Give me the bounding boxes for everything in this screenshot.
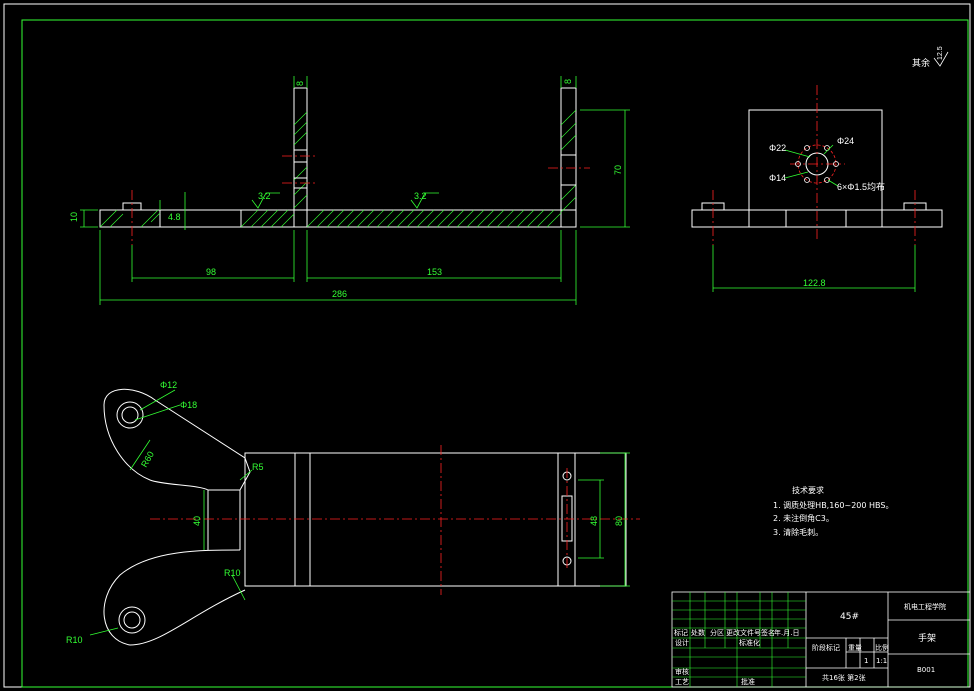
roughness-left: 3.2 bbox=[258, 191, 271, 201]
side-view: 122.8 Φ22 Φ24 Φ14 6×Φ1.5均布 bbox=[691, 85, 943, 292]
tb-col-date: 年.月.日 bbox=[774, 628, 799, 637]
dim-d12: Φ12 bbox=[160, 380, 177, 390]
tb-approve: 批准 bbox=[741, 677, 755, 686]
dim-w40: 40 bbox=[192, 516, 202, 526]
technical-requirements: 技术要求 1. 调质处理HB,160~200 HBS。 2. 未注倒角C3。 3… bbox=[773, 485, 893, 537]
dim-r10-lower: R10 bbox=[224, 568, 241, 578]
dim-w80: 80 bbox=[614, 516, 624, 526]
tb-stage-mark: 阶段标记 bbox=[812, 643, 840, 652]
tb-col-sign: 签名 bbox=[761, 628, 775, 637]
dim-d22: Φ22 bbox=[769, 143, 786, 153]
tb-mass: 1 bbox=[864, 657, 868, 665]
dim-r10-eye: R10 bbox=[66, 635, 83, 645]
surface-roughness-note: 其余 12.5 bbox=[912, 46, 949, 68]
dim-wall-left: 8 bbox=[295, 81, 305, 86]
tb-scale: 1:1 bbox=[876, 657, 887, 665]
dim-right-span: 153 bbox=[427, 267, 442, 277]
tb-standardize: 标准化 bbox=[739, 638, 760, 647]
tb-col-doc: 更改文件号 bbox=[726, 628, 761, 637]
dim-holes: 6×Φ1.5均布 bbox=[837, 181, 885, 192]
dim-side-width: 122.8 bbox=[803, 278, 826, 288]
dim-left-span: 98 bbox=[206, 267, 216, 277]
surface-value: 12.5 bbox=[937, 46, 944, 60]
tb-school: 机电工程学院 bbox=[904, 602, 946, 611]
plan-view: Φ12 Φ18 R60 R5 R10 R10 40 48 80 bbox=[66, 380, 640, 646]
dim-d14: Φ14 bbox=[769, 173, 786, 183]
tech-item-3: 3. 清除毛刺。 bbox=[773, 527, 823, 537]
tech-title: 技术要求 bbox=[792, 485, 824, 495]
tb-col-zone: 分区 bbox=[710, 628, 724, 637]
dim-thickness: 10 bbox=[69, 212, 79, 222]
dim-small-step: 4.8 bbox=[168, 212, 181, 222]
tb-review: 审核 bbox=[675, 667, 689, 676]
tech-item-2: 2. 未注倒角C3。 bbox=[773, 513, 834, 523]
tb-material: 45# bbox=[840, 612, 859, 622]
tb-ratio: 比例 bbox=[875, 643, 889, 652]
dim-height: 70 bbox=[613, 165, 623, 175]
tb-part-name: 手架 bbox=[918, 632, 936, 644]
tb-col-mark: 标记 bbox=[674, 628, 688, 637]
dim-wall-right: 8 bbox=[563, 79, 573, 84]
dim-w48: 48 bbox=[589, 516, 599, 526]
dim-overall: 286 bbox=[332, 289, 347, 299]
tb-sheets: 共16张 第2张 bbox=[822, 673, 866, 682]
dim-d18: Φ18 bbox=[180, 400, 197, 410]
inner-frame bbox=[21, 19, 969, 688]
tech-item-1: 1. 调质处理HB,160~200 HBS。 bbox=[773, 500, 893, 510]
roughness-right: 3.2 bbox=[414, 191, 427, 201]
tb-process: 工艺 bbox=[675, 678, 689, 686]
dim-d24: Φ24 bbox=[837, 136, 854, 146]
surface-label: 其余 bbox=[912, 57, 930, 68]
front-view: 286 98 153 70 10 8 8 4.8 3.2 3.2 bbox=[69, 76, 630, 305]
dim-r5: R5 bbox=[252, 462, 264, 472]
tb-col-count: 处数 bbox=[691, 628, 705, 637]
title-block: 45# 机电工程学院 手架 B001 阶段标记 重量 比例 1 1:1 共16张… bbox=[671, 591, 971, 688]
tb-weight: 重量 bbox=[848, 644, 862, 652]
tb-drawing-no: B001 bbox=[917, 666, 935, 674]
tb-design: 设计 bbox=[675, 638, 689, 647]
